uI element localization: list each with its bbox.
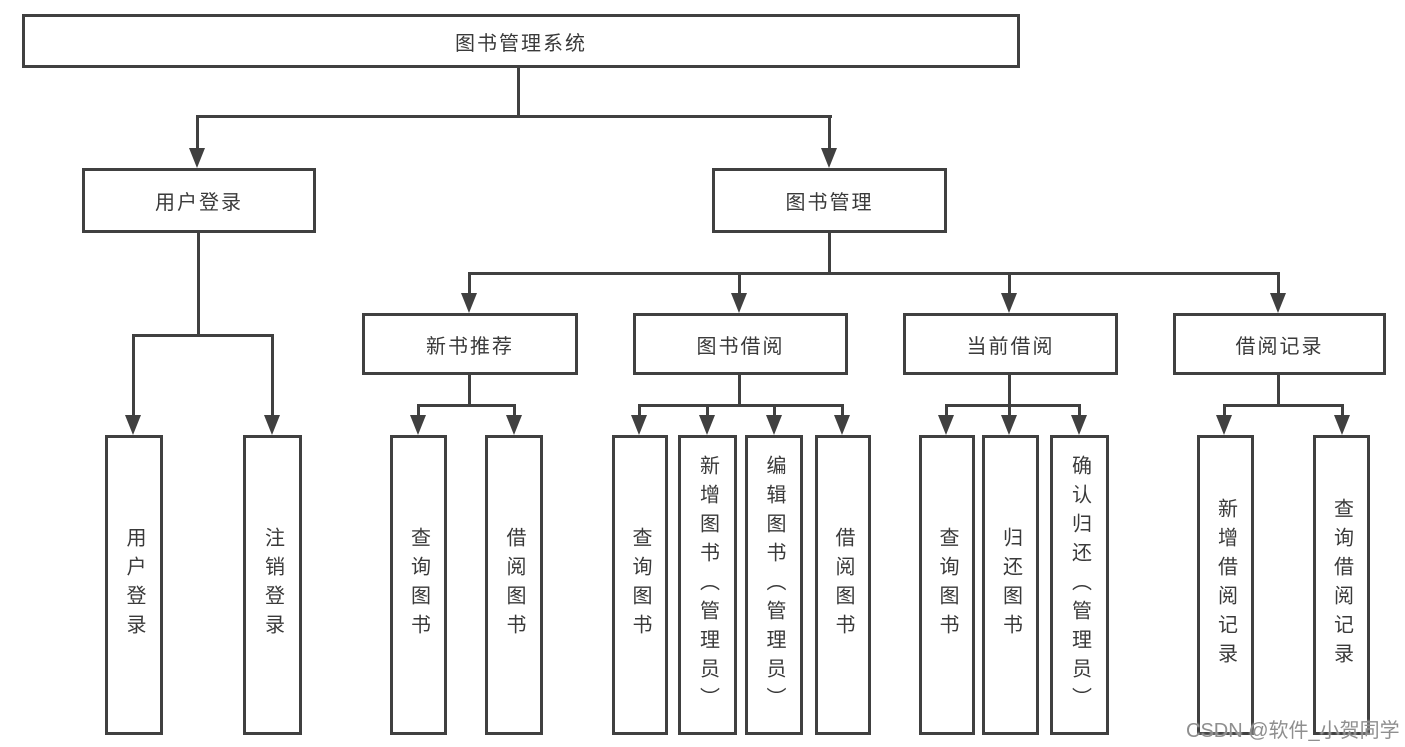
leaf-borrow-books-1: 借阅图书 [485,435,543,735]
connector-stem [1008,404,1011,417]
leaf-logout: 注销登录 [243,435,302,735]
node-user-login-label: 用户登录 [155,192,243,214]
leaf-confirm-return-admin: 确认归还（管理员） [1050,435,1109,735]
connector-root-stem [517,66,520,118]
node-book-management: 图书管理 [712,168,947,233]
arrow-down-icon [1216,415,1232,435]
connector-stem [1223,404,1226,417]
node-book-borrow-label: 图书借阅 [696,335,785,358]
connector-stem-book-mgmt [828,115,831,151]
node-new-book-recommend-label: 新书推荐 [426,335,514,358]
connector-stem [841,404,844,417]
connector-stem [132,334,135,417]
connector-user-login-stem [197,233,200,337]
connector-stem [1078,404,1081,417]
leaf-user-login: 用户登录 [105,435,163,735]
arrow-down-icon [506,415,522,435]
arrow-down-icon [1270,293,1286,313]
connector-level1-bar [196,115,832,118]
connector-stem [271,334,274,417]
connector-stem [468,272,471,296]
node-borrow-records-label: 借阅记录 [1235,335,1324,358]
leaf-return-books-label: 归还图书 [999,527,1022,643]
leaf-edit-books-admin-label: 编辑图书（管理员） [763,454,785,716]
leaf-borrow-books-2: 借阅图书 [815,435,871,735]
connector-bar [638,404,844,407]
node-current-borrow-label: 当前借阅 [966,335,1055,358]
leaf-query-books-3-label: 查询图书 [936,527,958,643]
arrow-down-icon [125,415,141,435]
connector-stem [513,404,516,417]
node-current-borrow: 当前借阅 [903,313,1118,375]
node-user-login: 用户登录 [82,168,316,233]
connector-stem [468,375,471,406]
leaf-logout-label: 注销登录 [261,527,284,643]
connector-stem [1008,375,1011,406]
arrow-down-icon [1071,415,1087,435]
arrow-down-icon [1334,415,1350,435]
leaf-add-books-admin: 新增图书（管理员） [678,435,737,735]
leaf-query-books-3: 查询图书 [919,435,975,735]
arrow-down-icon [731,293,747,313]
leaf-add-books-admin-label: 新增图书（管理员） [696,454,719,716]
connector-user-login-bar [132,334,274,337]
connector-bar [945,404,1081,407]
connector-bar [1223,404,1344,407]
node-root: 图书管理系统 [22,14,1020,68]
connector-stem [1341,404,1344,417]
node-new-book-recommend: 新书推荐 [362,313,578,375]
node-book-management-label: 图书管理 [785,192,874,214]
csdn-watermark: CSDN @软件_小贺同学 [1186,720,1400,742]
connector-stem [1277,272,1280,296]
arrow-down-icon [461,293,477,313]
leaf-edit-books-admin: 编辑图书（管理员） [745,435,803,735]
node-root-label: 图书管理系统 [455,32,587,55]
connector-bar [417,404,516,407]
leaf-return-books: 归还图书 [982,435,1039,735]
leaf-query-borrow-record: 查询借阅记录 [1313,435,1370,735]
arrow-down-icon [264,415,280,435]
connector-stem [638,404,641,417]
arrow-down-icon [1001,293,1017,313]
leaf-query-books-1: 查询图书 [390,435,447,735]
connector-stem [738,375,741,406]
leaf-query-books-2-label: 查询图书 [629,527,651,643]
leaf-query-borrow-record-label: 查询借阅记录 [1330,498,1353,672]
connector-stem [1008,272,1011,296]
leaf-add-borrow-record: 新增借阅记录 [1197,435,1254,735]
connector-stem [773,404,776,417]
arrow-down-icon [766,415,782,435]
leaf-borrow-books-1-label: 借阅图书 [503,527,525,643]
connector-stem-user-login [196,115,199,151]
connector-stem [738,272,741,296]
connector-stem [1277,375,1280,406]
arrow-down-icon [189,148,205,168]
connector-book-mgmt-stem [828,233,831,274]
arrow-down-icon [938,415,954,435]
connector-stem [417,404,420,417]
leaf-borrow-books-2-label: 借阅图书 [832,527,854,643]
arrow-down-icon [699,415,715,435]
arrow-down-icon [834,415,850,435]
leaf-confirm-return-admin-label: 确认归还（管理员） [1068,454,1091,716]
connector-stem [945,404,948,417]
node-borrow-records: 借阅记录 [1173,313,1386,375]
connector-level3-bar [468,272,1280,275]
node-book-borrow: 图书借阅 [633,313,848,375]
leaf-query-books-1-label: 查询图书 [407,527,430,643]
arrow-down-icon [631,415,647,435]
arrow-down-icon [821,148,837,168]
arrow-down-icon [1001,415,1017,435]
connector-stem [706,404,709,417]
arrow-down-icon [410,415,426,435]
leaf-query-books-2: 查询图书 [612,435,668,735]
leaf-user-login-label: 用户登录 [123,527,145,643]
leaf-add-borrow-record-label: 新增借阅记录 [1214,498,1237,672]
